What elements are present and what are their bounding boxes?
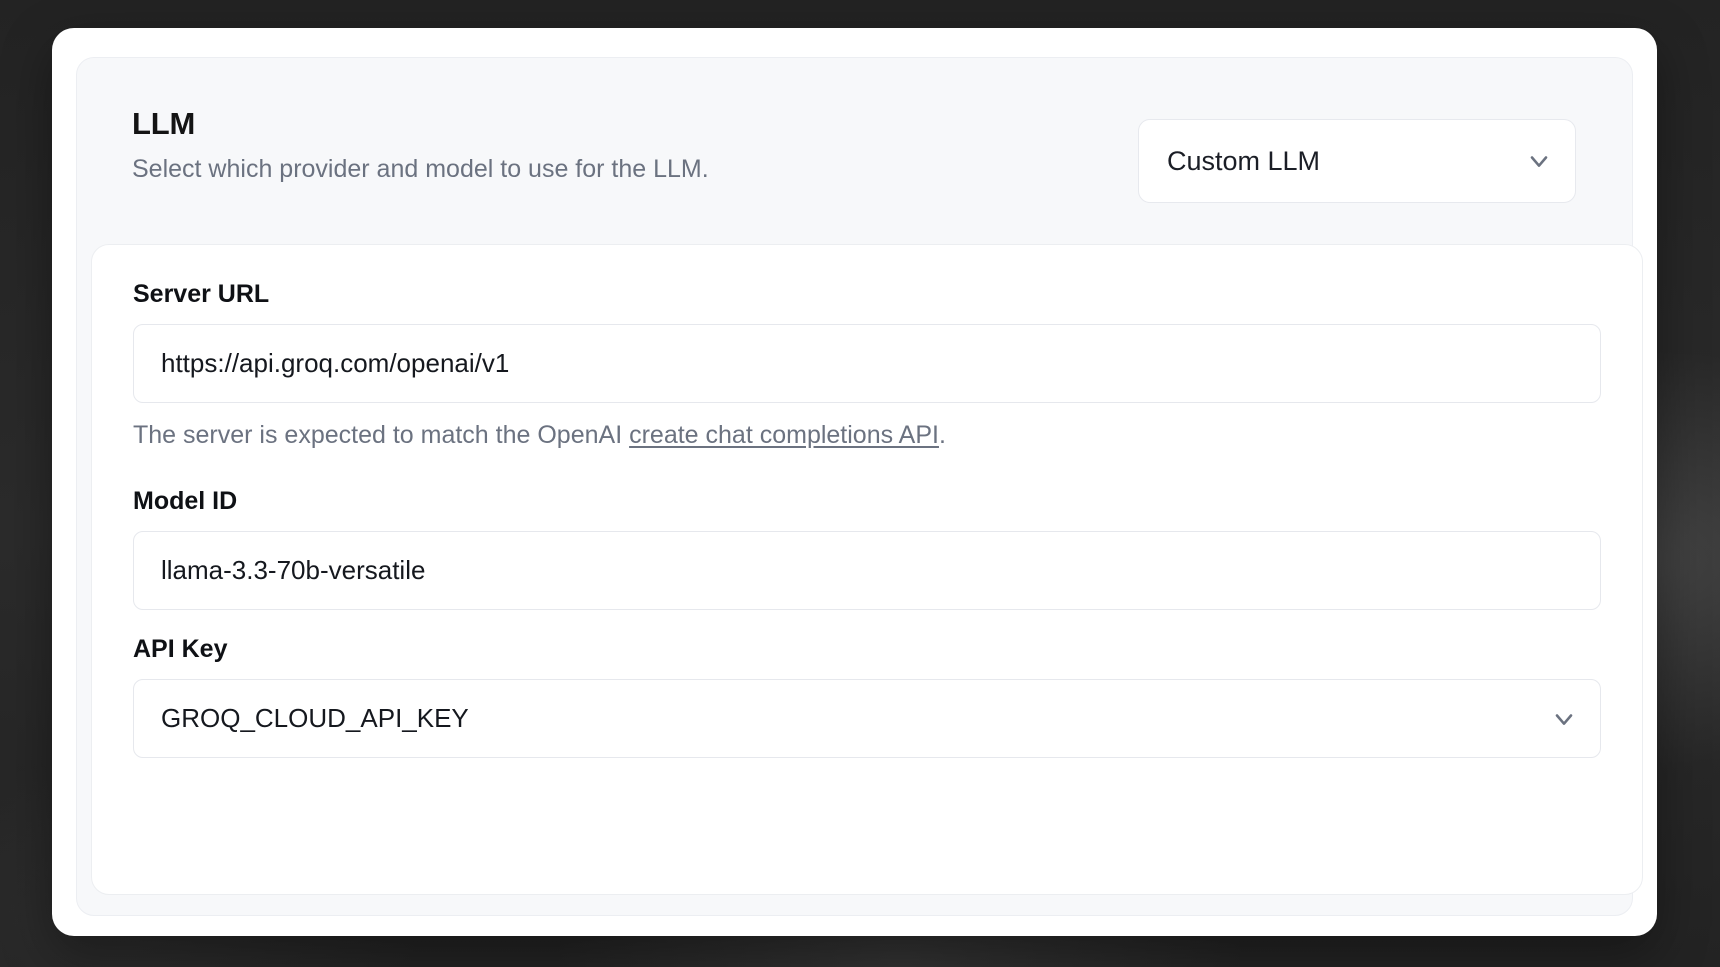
- llm-config-form-card: Server URL https://api.groq.com/openai/v…: [91, 244, 1643, 895]
- server-url-input-value: https://api.groq.com/openai/v1: [161, 348, 510, 378]
- page-title: LLM: [132, 106, 196, 141]
- create-chat-completions-api-link[interactable]: create chat completions API: [629, 421, 939, 449]
- chevron-down-icon: [1550, 705, 1578, 733]
- field-spacer: [133, 610, 1601, 634]
- api-key-select-value: GROQ_CLOUD_API_KEY: [161, 703, 469, 734]
- model-id-input-value: llama-3.3-70b-versatile: [161, 555, 426, 586]
- llm-settings-header: LLM Select which provider and model to u…: [77, 58, 1632, 243]
- chevron-down-icon: [1525, 147, 1553, 175]
- server-url-label: Server URL: [133, 280, 270, 308]
- api-key-label: API Key: [133, 635, 228, 664]
- helper-text-prefix: The server is expected to match the Open…: [133, 421, 630, 449]
- api-key-field-block: API Key GROQ_CLOUD_API_KEY: [133, 634, 1601, 759]
- llm-config-form: Server URL https://api.groq.com/openai/v…: [133, 279, 1601, 759]
- api-key-select[interactable]: GROQ_CLOUD_API_KEY: [133, 679, 1601, 759]
- header-text-group: LLM Select which provider and model to u…: [132, 106, 709, 184]
- field-spacer: [133, 451, 1601, 486]
- server-url-helper-text: The server is expected to match the Open…: [133, 420, 1601, 451]
- llm-provider-select[interactable]: Custom LLM: [1138, 119, 1576, 203]
- llm-settings-panel: LLM Select which provider and model to u…: [76, 57, 1643, 916]
- model-id-field-block: Model ID llama-3.3-70b-versatile: [133, 486, 1601, 611]
- llm-provider-select-value: Custom LLM: [1167, 145, 1321, 176]
- model-id-input[interactable]: llama-3.3-70b-versatile: [133, 531, 1601, 611]
- server-url-field-block: Server URL https://api.groq.com/openai/v…: [133, 279, 1601, 451]
- server-url-input[interactable]: https://api.groq.com/openai/v1: [133, 324, 1601, 403]
- helper-text-suffix: .: [938, 421, 946, 449]
- page-subtitle: Select which provider and model to use f…: [132, 154, 709, 183]
- settings-dialog-card: LLM Select which provider and model to u…: [52, 28, 1657, 936]
- model-id-label: Model ID: [133, 487, 238, 516]
